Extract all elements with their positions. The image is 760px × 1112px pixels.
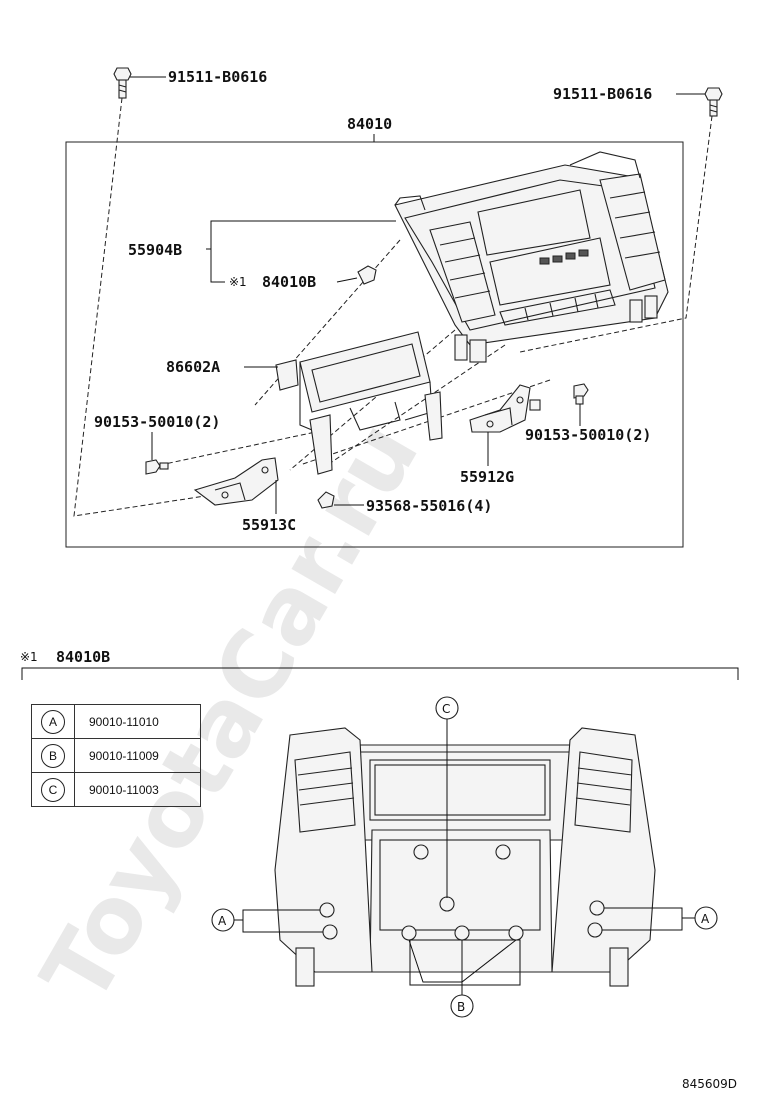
legend-row: C 90010-11003	[31, 772, 201, 807]
control-panel-illustration	[394, 151, 669, 363]
bracket-right-label: 55912G	[460, 468, 514, 486]
callout-b-circle	[450, 994, 474, 1018]
detail-ref-mark: ※1	[20, 650, 38, 664]
drawing-number: 845609D	[682, 1077, 737, 1091]
sub-assy-leader	[336, 277, 358, 283]
install-line-a	[254, 239, 401, 406]
detail-bracket	[21, 667, 739, 680]
bolt-left-label: 91511-B0616	[168, 68, 267, 86]
legend-key: A	[41, 709, 65, 734]
install-line-d	[299, 379, 551, 466]
callout-b-letter: B	[457, 1000, 465, 1014]
screw-left-icon	[145, 459, 169, 475]
install-line-c	[319, 344, 506, 471]
display-label: 86602A	[166, 358, 220, 376]
bracket-left-illustration	[193, 457, 279, 506]
screw-right-icon	[573, 383, 589, 405]
callout-a-left-leader-2	[242, 920, 323, 933]
callout-a-right-leader-2	[602, 918, 683, 931]
legend-row: B 90010-11009	[31, 738, 201, 773]
assembly-number: 84010	[347, 115, 392, 133]
install-line-left	[73, 97, 239, 517]
sub-assy-ref-mark: ※1	[229, 275, 247, 289]
screw-left-label: 90153-50010(2)	[94, 413, 220, 431]
legend-part: 90010-11010	[74, 704, 201, 739]
clip-icon	[317, 491, 335, 509]
bezel-label: 55904B	[128, 241, 182, 259]
callout-a-left-leader-1	[234, 909, 320, 921]
callout-b-bracket	[408, 939, 517, 983]
legend-key: C	[41, 777, 65, 802]
bracket-right-illustration	[469, 384, 541, 433]
bolt-left-icon	[113, 67, 132, 99]
panel-rear-illustration	[274, 727, 656, 987]
display-module-illustration	[275, 331, 443, 475]
screw-right-label: 90153-50010(2)	[525, 426, 651, 444]
callout-c-letter: C	[442, 702, 450, 716]
legend-part: 90010-11003	[74, 772, 201, 807]
callout-a-right-letter: A	[701, 912, 710, 926]
legend-row: A 90010-11010	[31, 704, 201, 739]
sub-assy-clip-icon	[357, 265, 377, 285]
legend-part: 90010-11009	[74, 738, 201, 773]
clip-label: 93568-55016(4)	[366, 497, 492, 515]
fastener-legend-table: A 90010-11010 B 90010-11009 C 90010-1100…	[31, 704, 201, 807]
bolt-right-icon	[704, 87, 723, 117]
install-line-right	[519, 115, 713, 353]
bezel-leader	[210, 220, 396, 283]
bracket-left-label: 55913C	[242, 516, 296, 534]
callout-a-right-leader-1	[604, 907, 695, 919]
bolt-right-label: 91511-B0616	[553, 85, 652, 103]
install-line-e	[159, 429, 326, 466]
sub-assy-label: 84010B	[262, 273, 316, 291]
detail-title: 84010B	[56, 648, 110, 666]
callout-a-left-letter: A	[218, 914, 227, 928]
legend-key: B	[41, 743, 65, 768]
